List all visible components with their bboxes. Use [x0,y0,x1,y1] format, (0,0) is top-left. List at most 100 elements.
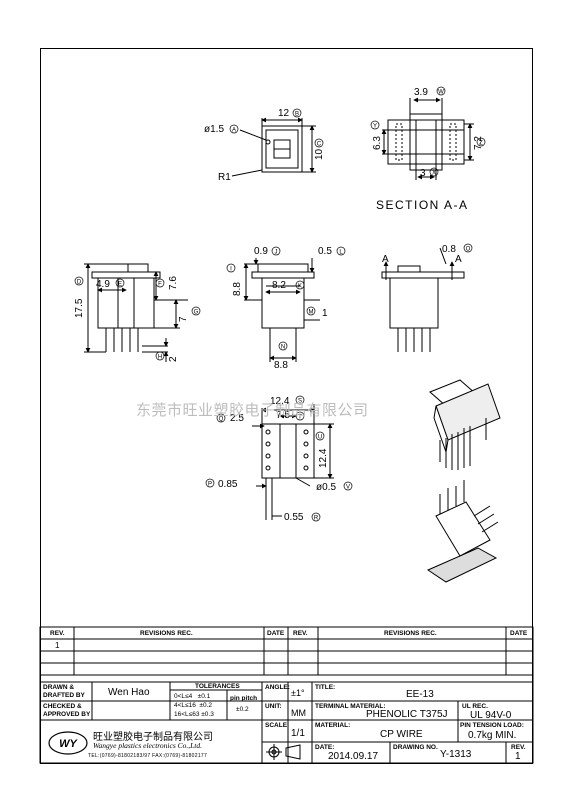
watermark-text: 东莞市旺业塑胶电子制品有限公司 [136,401,369,419]
front-height-tag: D [74,276,84,286]
front-flange-dim: 4.9 [96,279,110,290]
bottom-pin-offset-dim: 0.85 [218,479,238,490]
unit-label: UNIT: [265,703,282,710]
bottom-inner-dim: 7.5 [276,410,290,421]
isometric-view-top [429,379,501,470]
svg-text:S: S [298,399,302,405]
side-inner-dim: 8.2 [272,280,286,291]
company-tel: TEL:(0769)-81802183/97 FAX:(0769)-818021… [88,753,208,759]
side-height-tag: I [226,263,236,273]
side-left-top-tag: J [271,246,281,256]
svg-text:J: J [275,250,278,256]
ul-label: UL REC. [462,703,488,710]
company-name-cn: 旺业塑胶电子制品有限公司 [93,732,213,743]
section-left-tag: Y [370,120,380,130]
company-name-en: Wangye plastics electronics Co.,Ltd. [93,741,203,750]
svg-text:U: U [318,435,322,441]
front-lower-dim: 7 [178,316,189,322]
side-height-dim: 8.8 [232,282,243,296]
scale-value: 1/1 [291,728,305,739]
rev-value: 1 [515,751,521,762]
date-value: 2014.09.17 [328,751,379,762]
svg-text:K: K [298,284,302,290]
svg-text:F: F [158,282,162,288]
side-bottom-tag: N [278,341,288,351]
unit-value: MM [291,708,306,718]
bottom-length-dim: 12.4 [318,448,329,468]
terminal-value: PHENOLIC T375J [366,709,448,720]
tolerances-header: TOLERANCES [195,683,240,690]
rev-label: REV. [511,744,526,751]
section-top-tag: W [436,86,446,96]
svg-text:Y: Y [373,124,377,130]
bottom-pin-dia-tag: V [343,481,353,491]
svg-text:R: R [314,516,319,522]
bottom-pin-w-tag: R [311,512,321,522]
svg-text:B: B [295,112,299,118]
bottom-pitch-dim: 2.5 [230,413,244,424]
drawn-by: Wen Hao [108,687,150,698]
section-left-dim: 6.3 [372,136,383,150]
company-logo: WY [48,731,88,755]
bottom-pin-offset-tag: P [205,478,215,488]
front-upper-dim: 7.6 [168,276,179,290]
svg-text:P: P [208,482,212,488]
front-height-dim: 17.5 [74,298,85,318]
front-pin-tag: H [155,351,165,361]
right-marker-right: A [455,254,462,265]
right-top-dim: 0.8 [442,244,456,255]
title-block-frame [39,626,534,764]
side-m-dim: 1 [322,308,328,319]
front-lower-tag: G [191,306,201,316]
rev-header-left: REV. [50,630,65,637]
date-label: DATE: [315,744,335,751]
svg-text:A: A [232,128,236,134]
section-bottom-dim: 3 [420,168,426,179]
svg-text:X: X [432,171,436,177]
angle-value: ±1° [291,688,305,698]
rev-header-right: REV. [293,630,308,637]
section-right-tag: Z [476,137,486,147]
svg-text:L: L [339,250,343,256]
svg-text:WY: WY [59,738,78,750]
svg-text:Q: Q [219,417,224,423]
svg-text:O: O [466,247,471,253]
side-bottom-dim: 8.8 [274,360,288,371]
angle-label: ANGLE: [265,684,290,691]
rev-row-1: 1 [55,641,60,650]
top-hole-tag: A [229,124,239,134]
bottom-inner-tag: T [295,411,305,421]
top-hole-dim: ø1.5 [204,124,224,135]
pin-tension-value: 0.7kg MIN. [468,730,517,741]
scale-label: SCALE: [265,722,290,729]
top-height-dim: 10 [314,148,325,160]
top-width-tag: B [292,108,302,118]
title-label: TITLE: [315,684,336,691]
tolerance-row-3: 16<L≤63 ±0.3 [174,711,214,718]
bottom-pitch-tag: Q [216,413,226,423]
revisions-header-right: REVISIONS REC. [384,630,437,637]
drawing-no-value: Y-1313 [440,749,472,760]
terminal-label: TERMINAL MATERIAL: [315,703,386,710]
drawn-label: DRAWN & DRAFTED BY [43,684,85,699]
svg-text:C: C [317,142,322,148]
front-pin-dim: 2 [168,356,179,362]
bottom-pin-dia-dim: ø0.5 [316,482,336,493]
svg-text:M: M [309,310,314,316]
pin-pitch-value: ±0.2 [236,706,249,713]
tolerance-row-1: 0<L≤4 ±0.1 [174,693,211,700]
svg-text:N: N [281,345,285,351]
svg-text:Z: Z [479,141,483,147]
material-label: MATERIAL: [315,722,351,729]
bottom-width-dim: 12.4 [270,396,290,407]
pin-pitch-label: pin pitch [230,695,258,702]
title-value: EE-13 [406,689,434,700]
svg-text:I: I [230,267,232,273]
svg-text:T: T [298,415,302,421]
pin-tension-label: PIN TENSION LOAD: [460,722,524,729]
isometric-view-bottom [426,480,499,583]
side-inner-tag: K [295,280,305,290]
revisions-header-left: REVISIONS REC. [140,630,193,637]
bottom-view [252,404,334,520]
